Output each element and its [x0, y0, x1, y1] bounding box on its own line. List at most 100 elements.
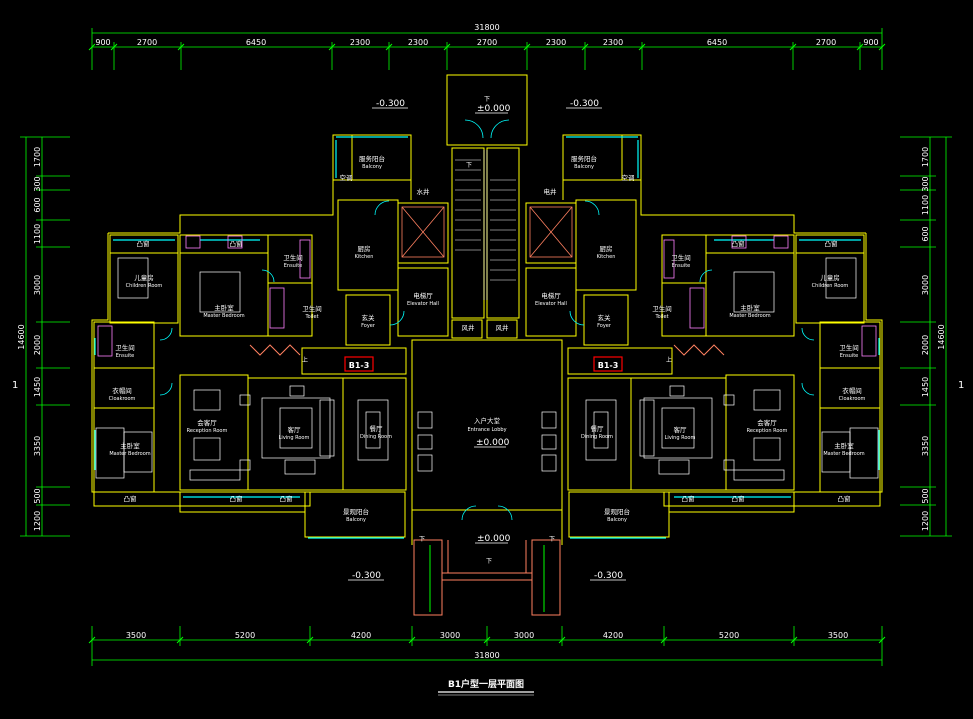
dim-right-overall: 14600 [937, 324, 946, 349]
door-swings [159, 119, 815, 521]
label-kitchen-left-en: Kitchen [355, 254, 374, 260]
level-entry: ±0.000 [477, 534, 511, 544]
label-cloakroom-left-en: Cloakroom [109, 396, 136, 402]
windows [94, 136, 880, 539]
label-cloakroom-right-zh: 衣帽间 [842, 386, 862, 395]
dim-top-5: 2300 [408, 38, 428, 47]
label-service-balcony-right-zh: 服务阳台 [571, 154, 597, 163]
label-elevator-hall-left-zh: 电梯厅 [413, 291, 433, 300]
label-bay-window-left-1: 凸窗 [137, 239, 150, 248]
label-balcony-right-en: Balcony [607, 517, 627, 523]
dim-bottom-2: 5200 [235, 631, 255, 640]
bathroom-fixtures [97, 235, 877, 357]
entry-stair-arrows [429, 545, 545, 612]
label-bay-window-right-3: 凸窗 [838, 494, 851, 503]
dim-right-1: 1700 [921, 147, 930, 167]
label-second-bedroom-left-zh: 主卧室 [214, 303, 234, 312]
dim-top-3: 6450 [246, 38, 266, 47]
dim-left-4: 1100 [33, 224, 42, 244]
label-master-bedroom-left-zh: 主卧室 [120, 441, 140, 450]
walls [91, 74, 883, 545]
dim-left-2: 300 [33, 176, 42, 191]
level-bottom-right: -0.300 [594, 571, 623, 581]
dim-left-3: 600 [33, 197, 42, 212]
label-cloakroom-right-en: Cloakroom [839, 396, 866, 402]
label-reception-right-en: Reception Room [747, 428, 788, 434]
dim-right-7: 1450 [921, 377, 930, 397]
dim-bottom-1: 3500 [126, 631, 146, 640]
unit-tag-left: B1-3 [349, 361, 370, 370]
label-living-right-zh: 客厅 [674, 425, 688, 434]
label-living-left-zh: 客厅 [288, 425, 302, 434]
label-ensuite-right-en: Ensuite [840, 353, 859, 359]
label-children-room-left-zh: 儿童房 [134, 273, 154, 282]
label-ensuite-top-right-en: Ensuite [672, 263, 691, 269]
label-toilet-right-zh: 卫生间 [652, 304, 672, 313]
dim-left-10: 1200 [33, 511, 42, 531]
label-kitchen-left-zh: 厨房 [358, 244, 371, 253]
dir-down-right: 下 [549, 536, 555, 543]
dim-top-7: 2300 [546, 38, 566, 47]
label-lobby-zh: 入户大堂 [474, 416, 501, 425]
dim-left-1: 1700 [33, 147, 42, 167]
dim-left-6: 2000 [33, 335, 42, 355]
label-cloakroom-left-zh: 衣帽间 [112, 386, 132, 395]
label-elevator-hall-right-zh: 电梯厅 [541, 291, 561, 300]
label-living-right-en: Living Room [665, 435, 696, 441]
label-service-balcony-left-zh: 服务阳台 [359, 154, 385, 163]
dimension-ticks [88, 43, 886, 644]
dim-top-10: 2700 [816, 38, 836, 47]
label-master-bedroom-right-zh: 主卧室 [834, 441, 854, 450]
dim-top-6: 2700 [477, 38, 497, 47]
unit-tag-right-box [593, 356, 623, 372]
dir-down-entry: 下 [486, 558, 492, 565]
label-ensuite-top-left-zh: 卫生间 [283, 253, 303, 262]
dim-overall-top: 31800 [474, 23, 499, 32]
label-balcony-right-zh: 景观阳台 [604, 507, 630, 516]
label-bay-window-left-3: 凸窗 [124, 494, 137, 503]
label-reception-right-zh: 会客厅 [757, 418, 777, 427]
level-top-right: -0.300 [570, 99, 599, 109]
label-elevator-hall-left-en: Elevator Hall [407, 301, 439, 307]
label-children-room-left-en: Children Room [126, 283, 163, 289]
label-ensuite-left-zh: 卫生间 [115, 343, 135, 352]
dir-up-left: 上 [302, 356, 308, 364]
label-ensuite-top-left-en: Ensuite [284, 263, 303, 269]
dim-top-2: 2700 [137, 38, 157, 47]
dim-right-5: 3000 [921, 275, 930, 295]
dim-right-6: 2000 [921, 335, 930, 355]
label-second-bedroom-right-en: Master Bedroom [729, 313, 770, 319]
label-master-bedroom-left-en: Master Bedroom [109, 451, 150, 457]
label-aircon-right: 空调 [622, 173, 635, 182]
label-elevator-hall-right-en: Elevator Hall [535, 301, 567, 307]
dim-top-9: 6450 [707, 38, 727, 47]
label-reception-left-en: Reception Room [187, 428, 228, 434]
dim-left-overall: 14600 [17, 324, 26, 349]
dim-bottom-8: 3500 [828, 631, 848, 640]
dim-top-4: 2300 [350, 38, 370, 47]
label-bay-window-right-2: 凸窗 [732, 239, 745, 248]
label-bay-window-right-4: 凸窗 [732, 494, 745, 503]
dim-right-10: 1200 [921, 511, 930, 531]
drawing-title: B1户型一层平面图 [448, 678, 524, 690]
label-ensuite-left-en: Ensuite [116, 353, 135, 359]
dim-top-8: 2300 [603, 38, 623, 47]
label-second-bedroom-right-zh: 主卧室 [740, 303, 760, 312]
label-bay-window-left-5: 凸窗 [280, 494, 293, 503]
unit-tag-right: B1-3 [598, 361, 619, 370]
label-kitchen-right-en: Kitchen [597, 254, 616, 260]
label-lobby-en: Entrance Lobby [467, 427, 506, 433]
label-children-room-right-en: Children Room [812, 283, 849, 289]
label-dining-right-en: Dining Room [581, 434, 613, 440]
label-toilet-right-en: Toilet [654, 314, 668, 320]
dim-right-4: 600 [921, 226, 930, 241]
label-living-left-en: Living Room [279, 435, 310, 441]
section-mark-right: 1 [958, 380, 964, 391]
dim-bottom-3: 4200 [351, 631, 371, 640]
label-aircon-left: 空调 [340, 173, 353, 182]
label-foyer-left-zh: 玄关 [362, 313, 376, 322]
dim-left-8: 3350 [33, 436, 42, 456]
dim-bottom-5: 3000 [514, 631, 534, 640]
label-reception-left-zh: 会客厅 [197, 418, 217, 427]
